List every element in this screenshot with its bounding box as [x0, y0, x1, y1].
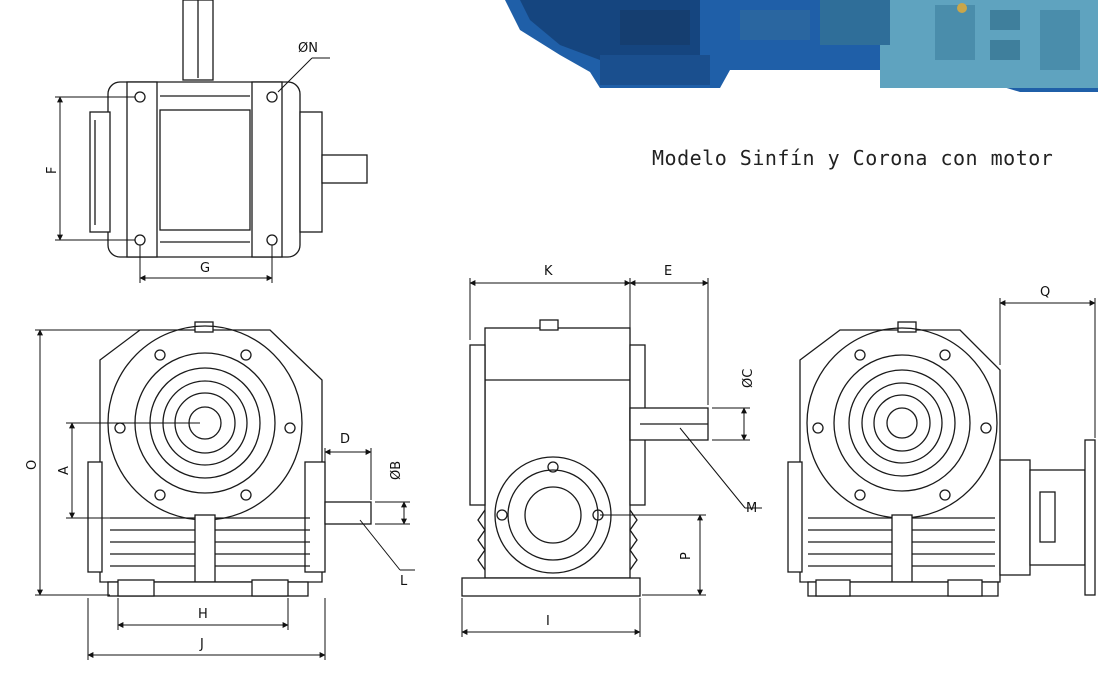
dim-label-l: L [400, 574, 408, 589]
top-view-dimensions [55, 57, 330, 283]
dim-label-j: J [199, 637, 204, 652]
flange-view-dimensions [999, 298, 1096, 438]
dim-label-b: ØB [389, 461, 404, 480]
dim-label-g: G [200, 261, 210, 276]
front-view-dimensions [35, 329, 415, 660]
top-view [89, 0, 368, 258]
dim-label-n: ØN [298, 41, 318, 56]
side-view-dimensions [461, 278, 762, 637]
dim-label-i: I [546, 614, 550, 629]
photo-caption: Modelo Sinfín y Corona con motor [652, 146, 1054, 170]
dim-label-a: A [57, 466, 72, 475]
dim-label-k: K [544, 264, 553, 279]
dim-label-m: M [746, 501, 757, 516]
dim-label-h: H [198, 607, 208, 622]
dim-label-q: Q [1040, 285, 1050, 300]
dim-label-o: O [25, 460, 40, 470]
dim-label-f: F [45, 167, 60, 174]
dim-label-c: ØC [741, 369, 756, 388]
side-view [461, 319, 709, 597]
front-view [87, 321, 372, 597]
flange-view [787, 321, 1096, 597]
dim-label-p: P [679, 552, 694, 560]
dim-label-d: D [340, 432, 350, 447]
dim-label-e: E [664, 264, 672, 279]
motor-photo [505, 0, 1098, 92]
